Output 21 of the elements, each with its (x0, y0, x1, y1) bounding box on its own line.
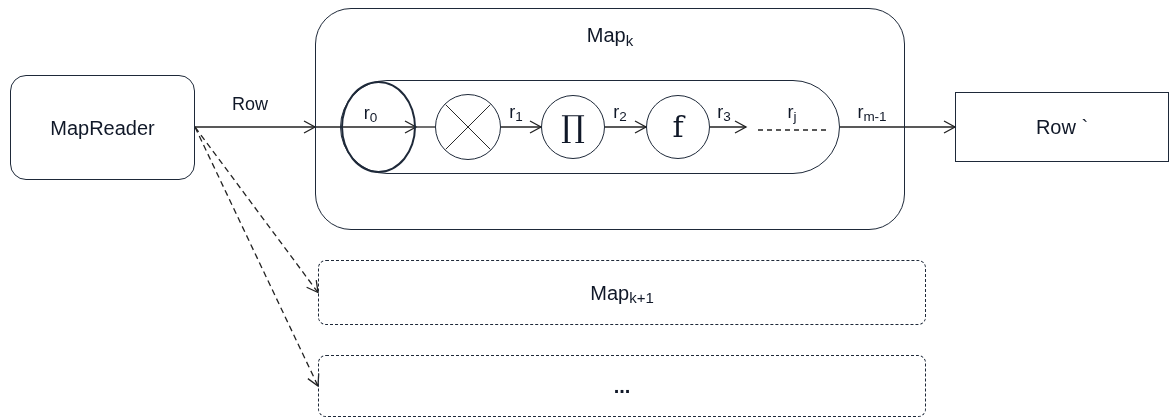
dashed-box (318, 355, 926, 417)
node-label: ... (613, 374, 631, 399)
arrow (500, 120, 542, 134)
node-label: Map$_{k}$ (586, 23, 634, 49)
process-box (10, 75, 195, 180)
arrow (839, 120, 956, 134)
dashed-box (318, 260, 926, 325)
node-label: f (672, 109, 684, 145)
arrow (194, 120, 316, 134)
arrow (604, 120, 647, 134)
node-label: Map$_{k+1}$ (590, 280, 654, 307)
output-box (955, 92, 1169, 162)
arrow (194, 126, 319, 294)
arrow (709, 120, 747, 134)
node-label: r$_{0}$ (363, 102, 378, 127)
edge-label: Row (230, 95, 270, 113)
node-label: Row ` (1035, 115, 1089, 140)
arrow (194, 126, 320, 387)
start-ellipse (341, 81, 416, 173)
node-label: MapReader (50, 115, 155, 141)
node-label: ∏ (561, 109, 585, 145)
